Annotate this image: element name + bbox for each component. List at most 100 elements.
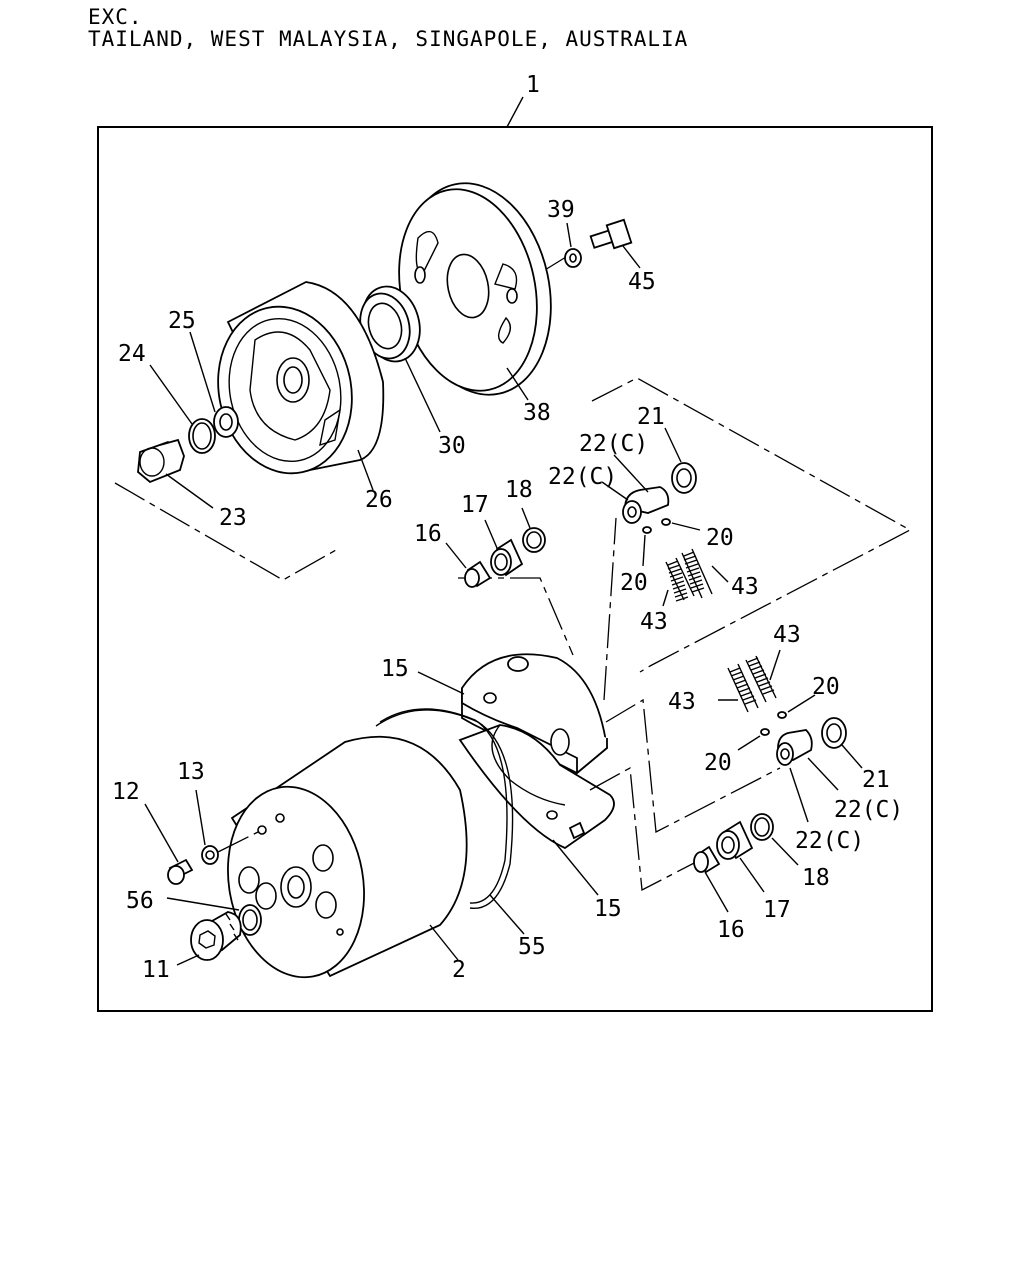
leader-21-upper: [664, 427, 682, 463]
plug-23: [137, 438, 185, 484]
header-line-2: TAILAND, WEST MALAYSIA, SINGAPOLE, AUSTR…: [88, 27, 688, 51]
ball-20-lower: [760, 711, 787, 736]
leader-22c-upper-b: [601, 481, 629, 501]
cap-22c-lower: [776, 729, 813, 766]
o-ring-56: [238, 904, 262, 936]
label-11: 11: [142, 957, 170, 983]
leader-24: [149, 364, 193, 425]
leader-45: [622, 245, 641, 269]
washer-13: [201, 845, 219, 865]
washer-25: [213, 406, 239, 438]
label-18-upper: 18: [505, 477, 533, 503]
assembly-frame: [97, 126, 933, 1012]
leader-25: [189, 331, 216, 413]
label-38: 38: [523, 400, 551, 426]
sleeve-17-upper: [490, 538, 524, 577]
label-12: 12: [112, 779, 140, 805]
leader-22c-lower-a: [807, 757, 839, 791]
label-43-upper-a: 43: [731, 574, 759, 600]
ring-18-lower: [750, 813, 774, 841]
label-24: 24: [118, 341, 146, 367]
label-20-lower-b: 20: [704, 750, 732, 776]
piston-16-lower: [693, 845, 721, 874]
leader-43-upper-b: [662, 589, 669, 607]
bushing-21-lower: [821, 717, 847, 749]
label-56: 56: [126, 888, 154, 914]
label-16-lower: 16: [717, 917, 745, 943]
bearing-30: [359, 285, 421, 363]
leader-17-upper: [484, 519, 498, 549]
plate-38: [398, 182, 552, 396]
plug-11: [190, 911, 242, 961]
label-30: 30: [438, 433, 466, 459]
eccentric-block-15: [458, 653, 615, 850]
housing-26: [217, 281, 385, 475]
leader-26: [357, 449, 374, 491]
ring-18-upper: [522, 527, 546, 553]
leader-22c-upper-a: [613, 454, 649, 493]
leader-55: [489, 894, 525, 935]
label-39: 39: [547, 197, 575, 223]
leader-13: [195, 789, 206, 846]
label-26: 26: [365, 487, 393, 513]
leader-12: [144, 803, 179, 863]
washer-39: [564, 248, 582, 268]
label-45: 45: [628, 269, 656, 295]
bolt-12: [167, 858, 194, 885]
leader-20-upper-b: [642, 534, 646, 567]
leader-20-lower-a: [787, 694, 816, 713]
piston-16-upper: [464, 560, 492, 588]
label-43-lower-b: 43: [668, 689, 696, 715]
header-line-1: EXC.: [88, 5, 143, 29]
leader-11: [176, 954, 200, 966]
leader-23: [165, 473, 214, 509]
label-22c-upper-b: 22(C): [548, 464, 617, 490]
sleeve-17-lower: [716, 820, 754, 860]
label-23: 23: [219, 505, 247, 531]
label-17-upper: 17: [461, 492, 489, 518]
leader-17-lower: [739, 857, 765, 893]
leader-21-lower: [841, 744, 863, 769]
springs-43-upper: [665, 548, 713, 602]
lower-reference-lines: [589, 698, 781, 892]
leader-18-upper: [521, 507, 531, 529]
leader-43-lower-a: [769, 649, 781, 681]
label-16-upper: 16: [414, 521, 442, 547]
o-ring-24: [188, 418, 216, 454]
cap-22c-upper: [622, 486, 670, 524]
label-15-lower: 15: [594, 896, 622, 922]
label-21-upper: 21: [637, 404, 665, 430]
label-55: 55: [518, 934, 546, 960]
bolt-45: [589, 218, 633, 250]
leader-16-upper: [445, 542, 467, 569]
label-22c-lower-b: 22(C): [795, 828, 864, 854]
leader-22c-lower-b: [789, 767, 809, 823]
leader-15-upper: [417, 671, 465, 695]
label-20-upper-b: 20: [620, 570, 648, 596]
gasket-55: [375, 708, 514, 909]
label-43-upper-b: 43: [640, 609, 668, 635]
springs-43-lower: [727, 655, 777, 713]
label-1: 1: [526, 72, 540, 98]
label-20-lower-a: 20: [812, 674, 840, 700]
label-20-upper-a: 20: [706, 525, 734, 551]
leader-38: [506, 367, 529, 401]
pump-body-2: [227, 735, 468, 979]
ball-20-upper: [642, 518, 671, 534]
label-43-lower-a: 43: [773, 622, 801, 648]
leader-2: [429, 924, 459, 961]
axis-13: [217, 831, 259, 853]
leader-1: [506, 96, 524, 128]
label-13: 13: [177, 759, 205, 785]
label-22c-upper-a: 22(C): [579, 431, 648, 457]
label-17-lower: 17: [763, 897, 791, 923]
leader-43-upper-a: [711, 565, 729, 583]
label-2: 2: [452, 957, 466, 983]
leader-20-upper-a: [671, 522, 701, 531]
leader-20-lower-b: [737, 735, 761, 751]
leader-15-lower: [552, 839, 599, 896]
label-21-lower: 21: [862, 767, 890, 793]
label-18-lower: 18: [802, 865, 830, 891]
leader-30: [404, 357, 441, 433]
leader-39: [566, 222, 572, 248]
